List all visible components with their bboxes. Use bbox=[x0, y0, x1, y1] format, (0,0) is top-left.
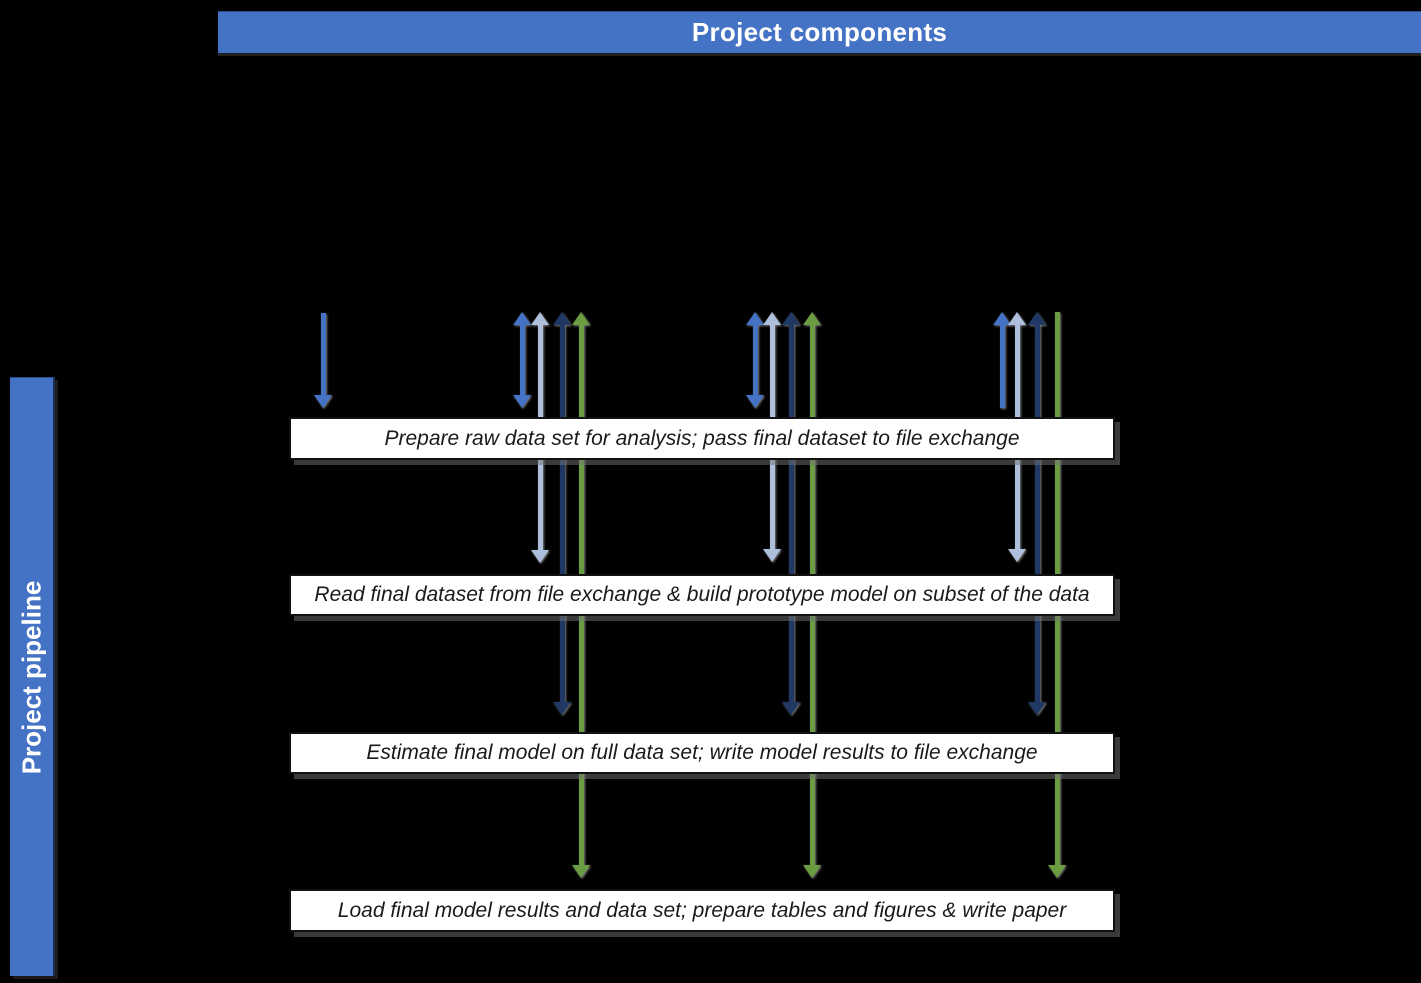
arrowhead-up-icon bbox=[993, 312, 1011, 325]
arrowhead-down-icon bbox=[1008, 549, 1026, 562]
flow-arrow-blue bbox=[314, 313, 332, 408]
arrow-line bbox=[1034, 323, 1040, 704]
flow-arrow-blue bbox=[746, 312, 764, 408]
arrowhead-down-icon bbox=[1048, 865, 1066, 878]
sidebar-project-pipeline: Project pipeline bbox=[10, 377, 55, 976]
stage-box-prepare-data: Prepare raw data set for analysis; pass … bbox=[289, 417, 1115, 460]
arrowhead-up-icon bbox=[782, 312, 800, 325]
banner-label: Project components bbox=[691, 17, 948, 47]
arrowhead-up-icon bbox=[803, 312, 821, 325]
arrowhead-up-icon bbox=[1008, 312, 1026, 325]
arrow-line bbox=[752, 323, 758, 397]
arrowhead-down-icon bbox=[513, 395, 531, 408]
arrowhead-down-icon bbox=[572, 865, 590, 878]
stage-box-estimate-model: Estimate final model on full data set; w… bbox=[289, 732, 1115, 774]
flow-arrow-navy bbox=[553, 312, 571, 715]
arrow-line bbox=[320, 313, 326, 397]
flow-arrow-navy bbox=[782, 312, 800, 715]
arrowhead-down-icon bbox=[314, 395, 332, 408]
arrowhead-up-icon bbox=[531, 312, 549, 325]
arrow-line bbox=[999, 323, 1005, 408]
arrowhead-up-icon bbox=[572, 312, 590, 325]
flow-arrow-blue bbox=[993, 312, 1011, 408]
arrow-line bbox=[788, 323, 794, 704]
arrowhead-up-icon bbox=[1028, 312, 1046, 325]
arrowhead-down-icon bbox=[1028, 702, 1046, 715]
flow-arrow-navy bbox=[1028, 312, 1046, 715]
arrowhead-up-icon bbox=[763, 312, 781, 325]
arrowhead-up-icon bbox=[553, 312, 571, 325]
arrow-line bbox=[519, 323, 525, 397]
stage-3-label: Estimate final model on full data set; w… bbox=[366, 741, 1038, 764]
stage-2-label: Read final dataset from file exchange & … bbox=[314, 583, 1090, 606]
banner-project-components: Project components bbox=[218, 11, 1421, 53]
arrowhead-down-icon bbox=[803, 865, 821, 878]
flow-arrow-blue bbox=[513, 312, 531, 408]
sidebar-label: Project pipeline bbox=[16, 580, 47, 774]
arrowhead-up-icon bbox=[513, 312, 531, 325]
arrow-line bbox=[559, 323, 565, 704]
stage-box-write-paper: Load final model results and data set; p… bbox=[289, 889, 1115, 932]
arrowhead-down-icon bbox=[782, 702, 800, 715]
stage-box-prototype-model: Read final dataset from file exchange & … bbox=[289, 574, 1115, 616]
arrowhead-down-icon bbox=[746, 395, 764, 408]
arrowhead-up-icon bbox=[746, 312, 764, 325]
arrowhead-down-icon bbox=[553, 702, 571, 715]
arrowhead-down-icon bbox=[763, 549, 781, 562]
stage-1-label: Prepare raw data set for analysis; pass … bbox=[384, 426, 1020, 450]
stage-4-label: Load final model results and data set; p… bbox=[337, 898, 1067, 922]
arrowhead-down-icon bbox=[531, 550, 549, 563]
